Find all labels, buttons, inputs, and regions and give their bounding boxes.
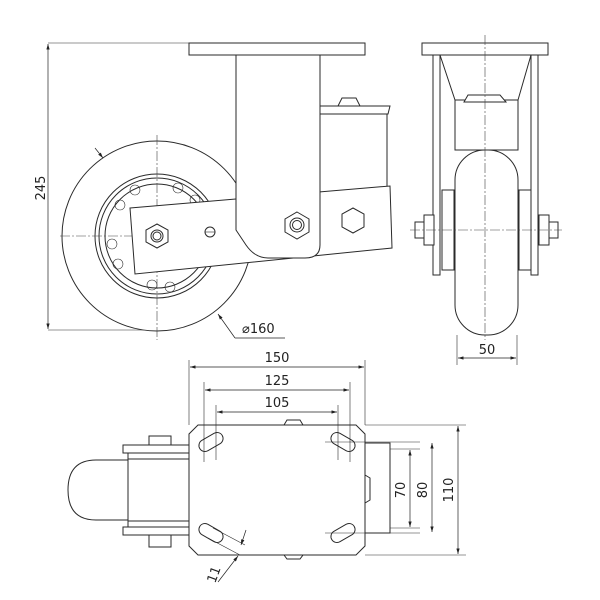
spring-housing <box>319 111 388 193</box>
fork-body <box>235 54 321 259</box>
bolt-head <box>337 97 361 107</box>
front-view: 50 <box>410 35 562 365</box>
front-wheel <box>454 149 519 336</box>
axle-nut <box>145 223 169 249</box>
top-nut-lower <box>148 534 172 548</box>
top-plate <box>188 42 366 56</box>
label-total-height: 245 <box>34 176 49 201</box>
top-nut-upper <box>148 435 172 446</box>
top-wheel <box>67 459 129 521</box>
mounting-slots <box>198 432 356 543</box>
label-hole-spacing-inner: 105 <box>265 396 290 411</box>
label-wheel-diameter: ⌀160 <box>242 322 275 337</box>
label-slot-width: 11 <box>205 564 225 585</box>
side-view: 245 ⌀16 <box>34 42 393 340</box>
label-plate-width: 110 <box>442 478 457 503</box>
label-wheel-width: 50 <box>479 343 496 358</box>
label-hole-spacing-outer: 125 <box>265 374 290 389</box>
label-cross-spacing-outer: 80 <box>416 482 431 499</box>
spring-bolt <box>341 207 365 234</box>
label-plate-length: 150 <box>265 351 290 366</box>
rim-spokes <box>106 182 201 293</box>
top-view: 150 125 105 70 80 110 11 <box>67 351 466 585</box>
pivot-nut <box>284 211 310 240</box>
label-cross-spacing-inner: 70 <box>394 482 409 499</box>
mounting-plate <box>188 424 366 556</box>
